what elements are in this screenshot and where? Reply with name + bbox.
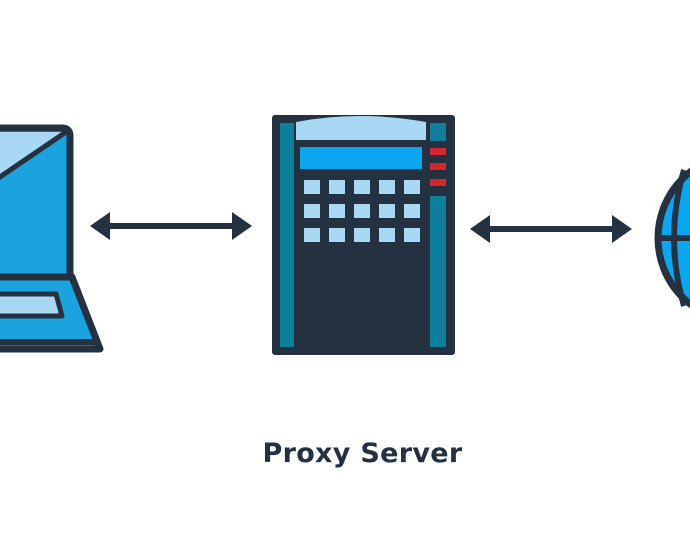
laptop-screen-glare-edge [0, 129, 68, 180]
server-red-light-1 [430, 148, 446, 155]
server-display [300, 147, 422, 169]
server-red-light-2 [430, 163, 446, 170]
arrow-proxy-internet [470, 215, 632, 243]
laptop-keyboard [0, 291, 65, 319]
server-key-grid [304, 180, 420, 242]
server-right-top-panel [430, 123, 446, 141]
diagram-caption: Proxy Server [262, 438, 463, 469]
server-top-cap [296, 116, 426, 140]
server-icon [272, 115, 455, 355]
arrow-client-proxy [90, 212, 252, 240]
globe-icon [654, 167, 690, 309]
server-red-light-3 [430, 179, 446, 186]
server-right-pillar [430, 196, 446, 347]
laptop-icon [0, 124, 104, 353]
server-left-pillar [280, 123, 294, 347]
